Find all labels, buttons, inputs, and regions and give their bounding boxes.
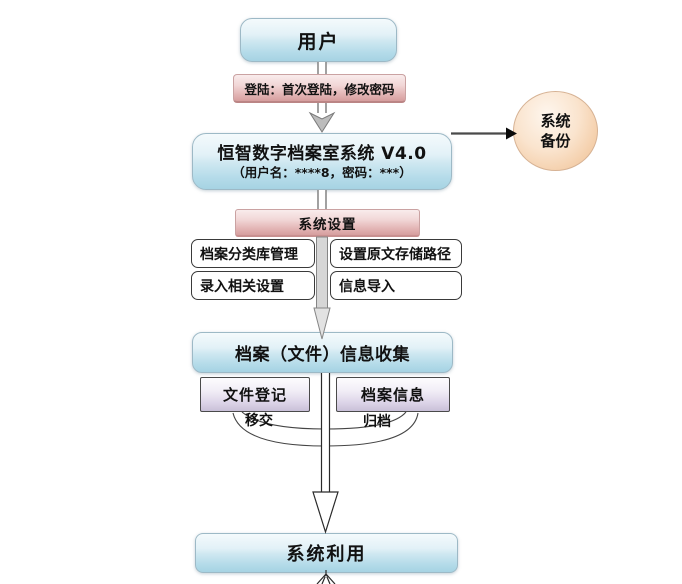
- settings-item-info-import: 信息导入: [330, 271, 462, 300]
- node-settings-label: 系统设置: [298, 216, 357, 233]
- connector-system-settings: [317, 190, 327, 209]
- connector-user-login: [317, 62, 327, 74]
- node-file-register-label: 文件登记: [222, 386, 287, 404]
- arrow-login-system: [308, 103, 336, 133]
- node-user: 用户: [240, 18, 397, 62]
- backup-label-line1: 系统: [540, 112, 571, 130]
- node-file-register: 文件登记: [200, 377, 310, 412]
- settings-item-label: 录入相关设置: [200, 278, 284, 295]
- settings-item-label: 档案分类库管理: [200, 246, 298, 263]
- settings-item-storage-path: 设置原文存储路径: [330, 239, 462, 268]
- edge-label-transfer: 移交: [245, 413, 273, 429]
- node-archive-info-label: 档案信息: [360, 386, 425, 404]
- node-user-label: 用户: [297, 30, 340, 53]
- node-login-label: 登陆：首次登陆，修改密码: [244, 81, 395, 97]
- node-login: 登陆：首次登陆，修改密码: [233, 74, 406, 103]
- settings-item-entry-settings: 录入相关设置: [191, 271, 315, 300]
- backup-label-line2: 备份: [540, 132, 571, 150]
- node-utilize-label: 系统利用: [286, 544, 367, 565]
- settings-item-label: 设置原文存储路径: [339, 246, 451, 263]
- system-subtitle: （用户名：****8，密码：***）: [232, 164, 412, 180]
- node-system: 恒智数字档案室系统 V4.0 （用户名：****8，密码：***）: [192, 133, 452, 190]
- arrow-into-utilize: [312, 491, 339, 535]
- node-collect-label: 档案（文件）信息收集: [235, 345, 410, 365]
- edge-label-archive: 归档: [363, 414, 391, 430]
- settings-item-archive-category: 档案分类库管理: [191, 239, 315, 268]
- connector-settings-collect: [313, 236, 331, 340]
- node-backup-circle: 系统 备份: [513, 91, 598, 171]
- node-collect: 档案（文件）信息收集: [192, 332, 453, 373]
- connector-collect-utilize: [312, 373, 339, 535]
- system-title: 恒智数字档案室系统 V4.0: [217, 143, 427, 164]
- settings-item-label: 信息导入: [339, 278, 395, 295]
- node-settings: 系统设置: [235, 209, 420, 237]
- arrow-system-backup: [451, 127, 517, 140]
- node-archive-info: 档案信息: [336, 377, 450, 412]
- node-utilize: 系统利用: [195, 533, 458, 573]
